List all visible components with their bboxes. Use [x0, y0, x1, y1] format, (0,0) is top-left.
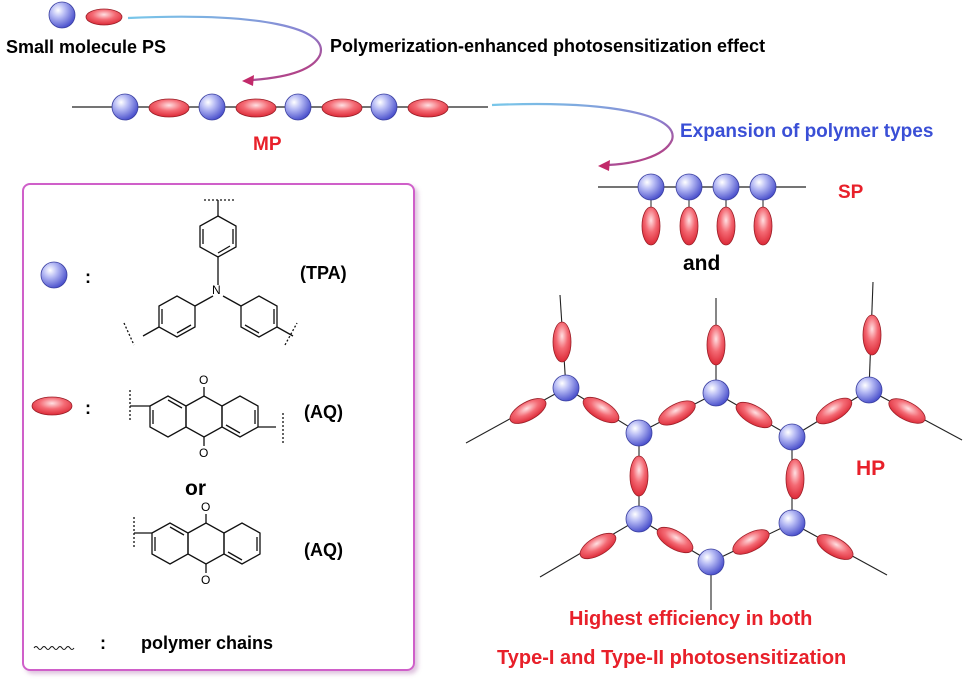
- aq1-o-top: O: [199, 373, 209, 387]
- legend-colon-sphere: :: [85, 267, 91, 287]
- legend-box: [22, 183, 415, 671]
- mp-label: MP: [253, 134, 282, 155]
- sp-label: SP: [838, 182, 864, 203]
- aq-structure-2: [133, 514, 261, 573]
- and-label: and: [683, 252, 721, 275]
- arrow-expansion: [491, 102, 674, 171]
- legend-ellipse-key: [31, 396, 73, 416]
- hp-network-graphic: [465, 281, 963, 610]
- arrow-polymerization: [127, 15, 323, 86]
- expansion-label: Expansion of polymer types: [680, 121, 934, 142]
- tpa-label: (TPA): [300, 263, 347, 283]
- mp-chain-graphic: [72, 93, 488, 121]
- aq-structure-1: [129, 387, 284, 446]
- conclusion-line-2: Type-I and Type-II photosensitization: [497, 647, 847, 669]
- sp-chain-graphic: [598, 173, 806, 246]
- tpa-n-atom: N: [212, 283, 221, 297]
- small-molecule-label: Small molecule PS: [6, 37, 167, 57]
- tpa-structure: [123, 199, 298, 346]
- small-molecule-ps-graphic: [48, 1, 123, 29]
- legend-polymer-chain-key: [33, 646, 75, 650]
- aq1-o-bottom: O: [199, 446, 209, 460]
- conclusion-line-1: Highest efficiency in both: [569, 608, 813, 630]
- aq-label-1: (AQ): [304, 402, 343, 422]
- polymer-chains-label: polymer chains: [141, 633, 274, 653]
- legend-sphere-key: [40, 261, 68, 289]
- or-label: or: [185, 477, 206, 500]
- aq2-o-bottom: O: [201, 573, 211, 587]
- aq-label-2: (AQ): [304, 540, 343, 560]
- legend-colon-ellipse: :: [85, 398, 91, 418]
- aq2-o-top: O: [201, 500, 211, 514]
- hp-label: HP: [856, 457, 886, 480]
- legend-colon-chain: :: [100, 633, 106, 653]
- effect-label: Polymerization-enhanced photosensitizati…: [330, 36, 766, 56]
